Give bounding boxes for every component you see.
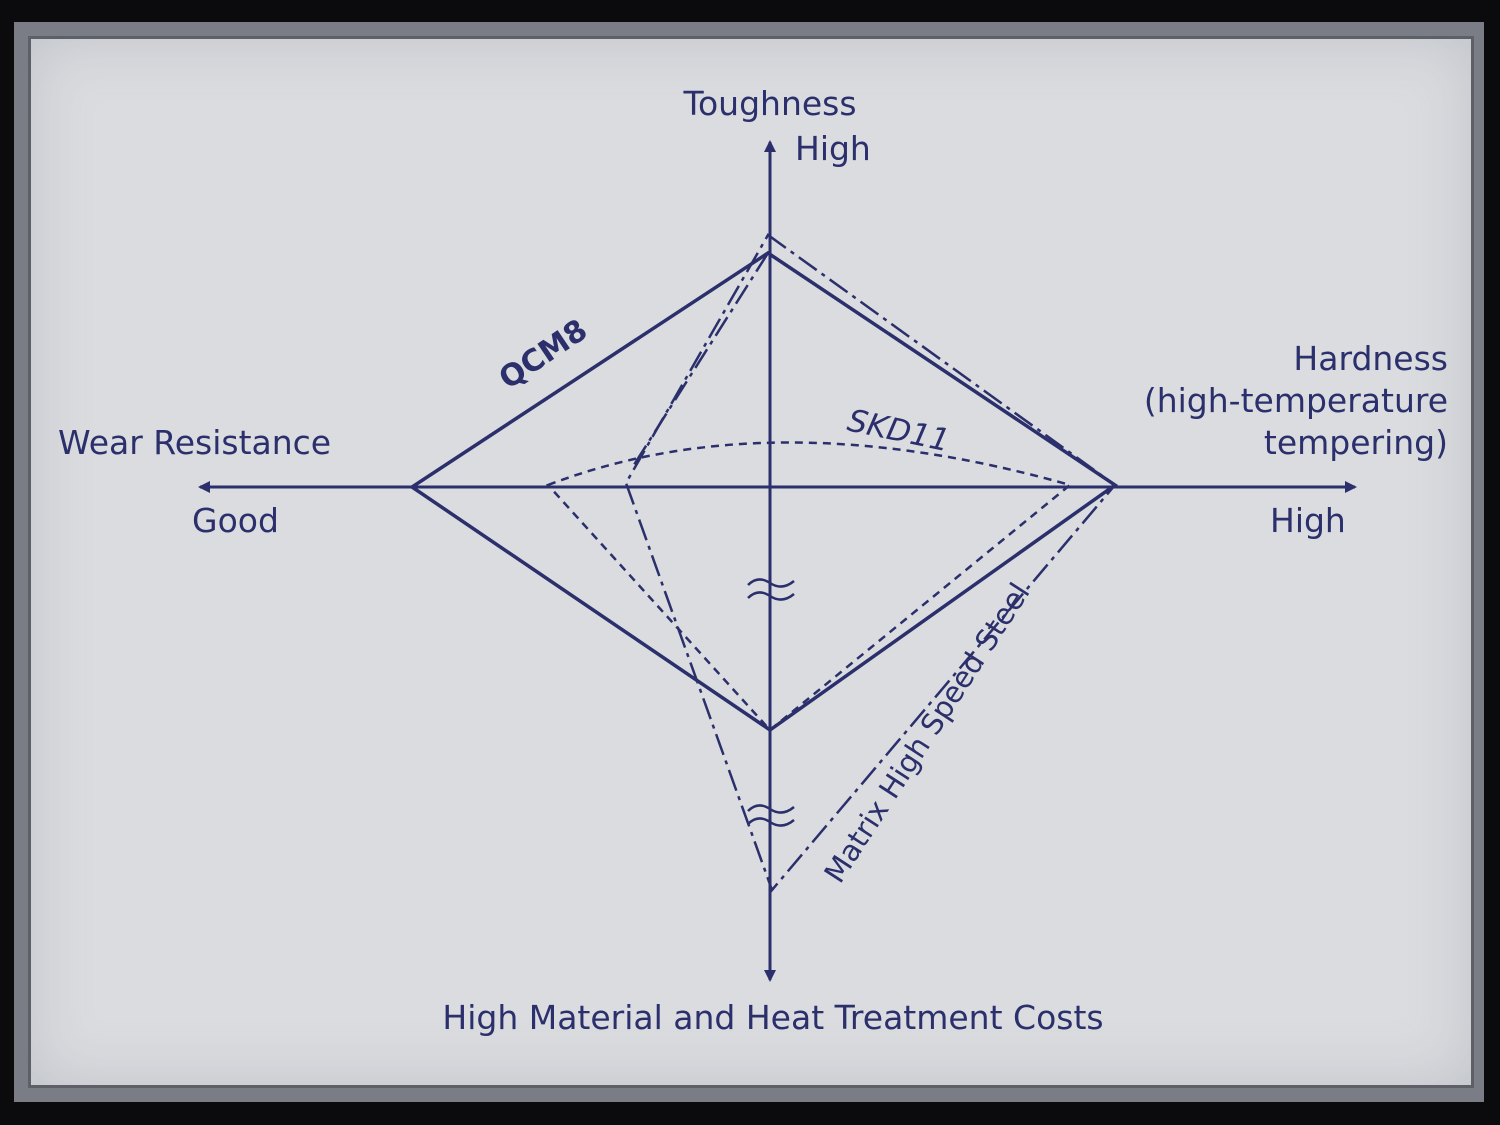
diagram-panel xyxy=(28,36,1474,1088)
hardness-title-line-2: (high-temperature xyxy=(1144,381,1448,420)
hardness-high-label: High xyxy=(1270,501,1346,540)
wear-resistance-title: Wear Resistance xyxy=(58,423,331,462)
mhs-inner-edge xyxy=(630,252,770,469)
cost-axis-title: High Material and Heat Treatment Costs xyxy=(442,998,1103,1037)
qcm8-label: QCM8 xyxy=(493,313,594,397)
mhs-polygon xyxy=(624,233,1117,893)
mhs-label: Matrix High Speed Steel xyxy=(817,577,1036,889)
wear-good-label: Good xyxy=(192,501,279,540)
hardness-title-line-1: Hardness xyxy=(1293,339,1448,378)
skd11-label: SKD11 xyxy=(844,403,953,460)
axis-break-mark xyxy=(747,804,795,827)
qcm8-polygon xyxy=(408,250,1119,733)
skd11-polygon xyxy=(545,441,1073,732)
hardness-title-line-3: tempering) xyxy=(1264,423,1448,462)
toughness-title: Toughness xyxy=(682,84,856,123)
toughness-high-label: High xyxy=(795,129,871,168)
axis-break-mark xyxy=(747,578,795,601)
